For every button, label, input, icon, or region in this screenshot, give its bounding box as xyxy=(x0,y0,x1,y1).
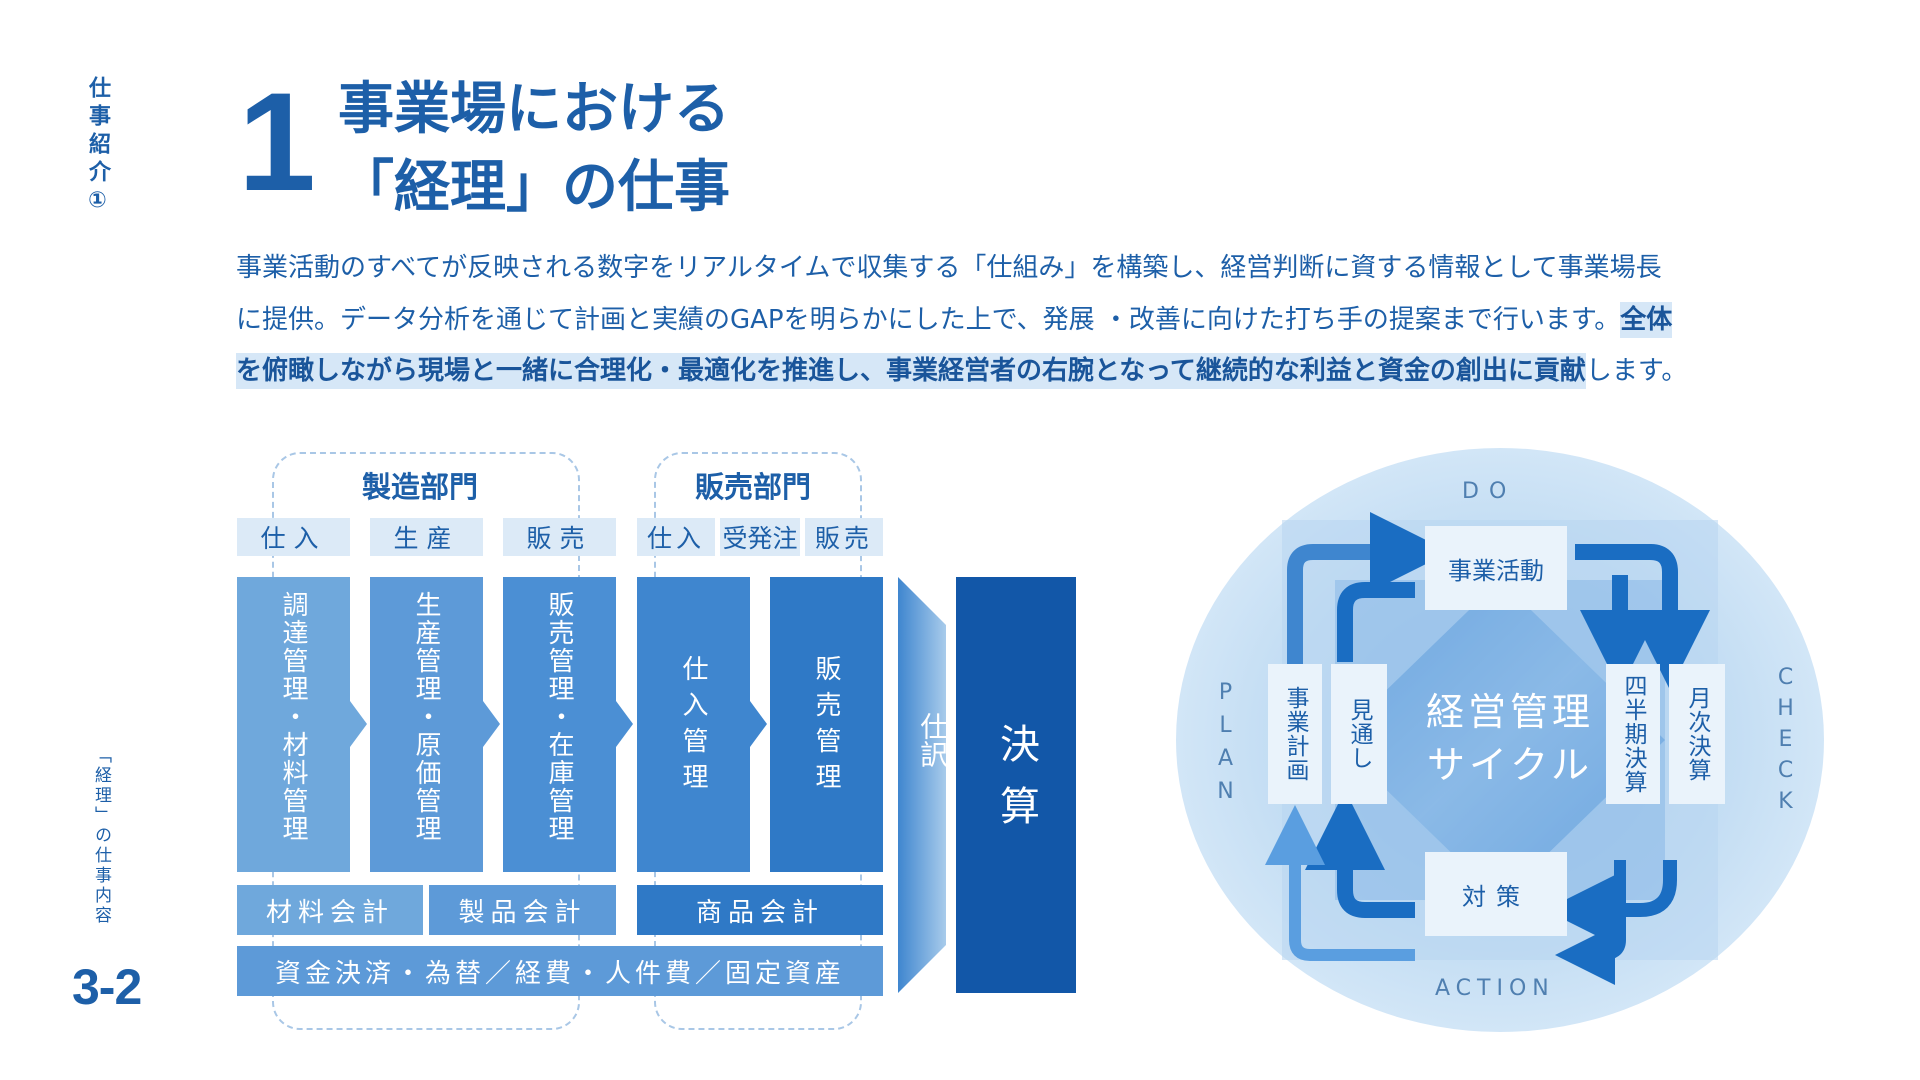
bar-product-accounting: 製品会計 xyxy=(429,885,616,935)
body-line-3: を俯瞰しながら現場と一緒に合理化・最適化を推進し、事業経営者の右腕となって継続的… xyxy=(236,353,1688,389)
sub-label-order: 受発注 xyxy=(720,518,800,556)
cycle-box-outlook-text: 見通し xyxy=(1346,698,1372,770)
column-procurement-text: 調達管理・材料管理 xyxy=(278,591,308,843)
body-highlight-start: 全体 xyxy=(1620,302,1673,338)
column-procurement: 調達管理・材料管理 xyxy=(237,577,350,872)
page-title-line1: 事業場における xyxy=(338,77,730,142)
cycle-center-label: 経営管理 サイクル xyxy=(1410,686,1610,792)
journal-entry-shape xyxy=(898,577,946,993)
cycle-box-countermeasure: 対策 xyxy=(1425,852,1567,936)
cycle-center-line2: サイクル xyxy=(1426,743,1594,788)
body-line-2: に提供。データ分析を通じて計画と実績のGAPを明らかにした上で、発展 ・改善に向… xyxy=(236,302,1673,338)
cycle-box-monthly-closing-text: 月次決算 xyxy=(1684,686,1710,782)
cycle-box-business-plan-text: 事業計画 xyxy=(1282,686,1308,782)
body-line-1: 事業活動のすべてが反映される数字をリアルタイムで収集する「仕組み」を構築し、経営… xyxy=(236,253,1662,283)
page-title-line2: 「経理」の仕事 xyxy=(338,155,730,220)
bar-material-accounting: 材料会計 xyxy=(237,885,423,935)
arrow-right-icon xyxy=(616,701,633,747)
cycle-box-quarterly-closing-text: 四半期決算 xyxy=(1620,674,1646,794)
dept-manufacturing-label: 製造部門 xyxy=(362,470,479,504)
page-number: 3-2 xyxy=(72,959,142,1015)
column-sales-inventory: 販売管理・在庫管理 xyxy=(503,577,616,872)
arrow-right-icon xyxy=(750,701,767,747)
cycle-label-check: CHECK xyxy=(1773,665,1798,820)
column-sales: 販売管理 xyxy=(770,577,883,872)
sub-label-sales: 販売 xyxy=(805,518,883,556)
body-highlight: を俯瞰しながら現場と一緒に合理化・最適化を推進し、事業経営者の右腕となって継続的… xyxy=(236,353,1586,389)
cycle-label-do: DO xyxy=(1462,479,1517,504)
column-production: 生産管理・原価管理 xyxy=(370,577,483,872)
closing-box: 決算 xyxy=(956,577,1076,993)
journal-entry-label: 仕訳 xyxy=(916,712,950,768)
cycle-label-plan: PLAN xyxy=(1213,680,1238,812)
dept-sales-label: 販売部門 xyxy=(695,470,812,504)
closing-label: 決算 xyxy=(993,723,1039,847)
column-purchase-text: 仕入管理 xyxy=(678,655,708,799)
sub-label-production: 生産 xyxy=(370,518,483,556)
sub-label-purchase-mfg: 仕入 xyxy=(237,518,350,556)
bar-funds-expenses: 資金決済・為替／経費・人件費／固定資産 xyxy=(237,946,883,996)
column-purchase: 仕入管理 xyxy=(637,577,750,872)
heading-number: 1 xyxy=(238,63,316,220)
cycle-box-outlook: 見通し xyxy=(1331,664,1387,804)
subsection-label: 「経理」の仕事内容 xyxy=(91,746,111,926)
arrow-right-icon xyxy=(350,701,367,747)
sub-label-purchase-sales: 仕入 xyxy=(637,518,715,556)
sub-label-sales-mfg: 販売 xyxy=(503,518,616,556)
cycle-box-monthly-closing: 月次決算 xyxy=(1669,664,1725,804)
body-line-3-plain: します。 xyxy=(1585,356,1688,386)
column-production-text: 生産管理・原価管理 xyxy=(411,591,441,843)
arrow-right-icon xyxy=(483,701,500,747)
cycle-center-line1: 経営管理 xyxy=(1425,690,1594,734)
cycle-box-business-activity: 事業活動 xyxy=(1425,526,1567,610)
cycle-box-quarterly-closing: 四半期決算 xyxy=(1606,664,1660,804)
bar-goods-accounting: 商品会計 xyxy=(637,885,883,935)
column-sales-inventory-text: 販売管理・在庫管理 xyxy=(544,591,574,843)
column-sales-text: 販売管理 xyxy=(811,655,841,799)
section-label: 仕事紹介① xyxy=(85,76,110,219)
cycle-label-action: ACTION xyxy=(1435,976,1555,1001)
cycle-box-business-plan: 事業計画 xyxy=(1268,664,1322,804)
body-line-2-plain: に提供。データ分析を通じて計画と実績のGAPを明らかにした上で、発展 ・改善に向… xyxy=(236,305,1621,335)
